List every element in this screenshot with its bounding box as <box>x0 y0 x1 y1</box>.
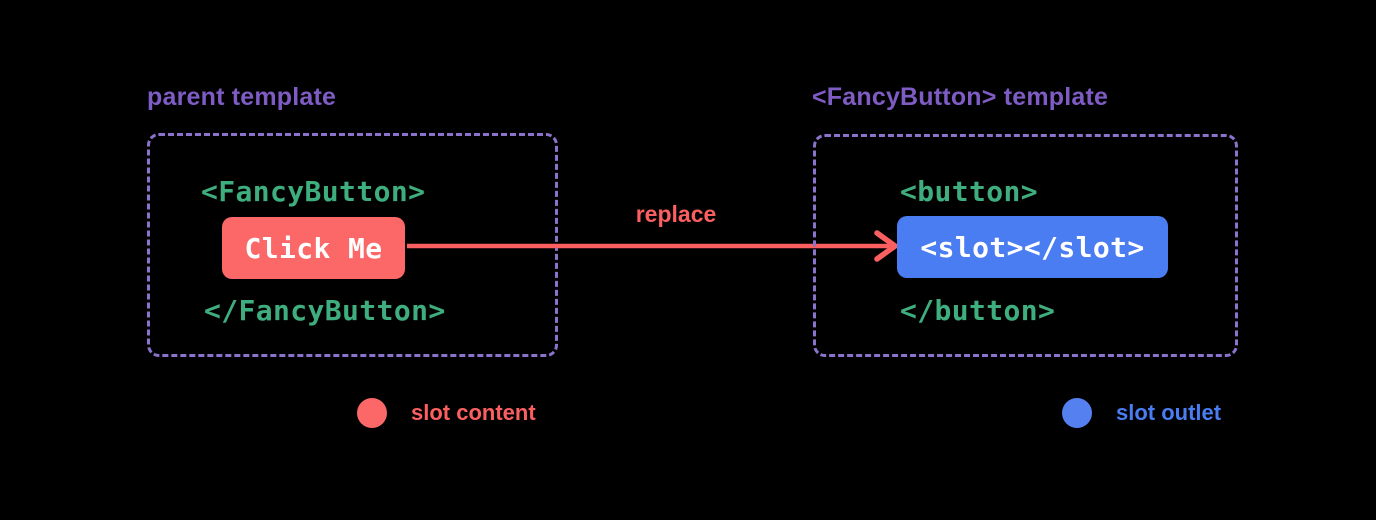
click-me-button: Click Me <box>222 217 405 279</box>
button-open-tag: <button> <box>900 175 1039 208</box>
fancybutton-template-title: <FancyButton> template <box>812 83 1109 111</box>
fancybutton-close-tag: </FancyButton> <box>204 294 446 327</box>
fancybutton-template-box <box>813 134 1238 357</box>
slot-content-marker-icon <box>357 398 387 428</box>
replace-arrow <box>407 230 898 262</box>
button-close-tag: </button> <box>900 294 1056 327</box>
parent-template-title: parent template <box>147 83 337 111</box>
fancybutton-open-tag: <FancyButton> <box>201 175 426 208</box>
slot-outlet-marker-icon <box>1062 398 1092 428</box>
legend-slot-content: slot content <box>357 398 536 428</box>
slot-content-label: slot content <box>411 400 536 425</box>
slot-outlet-label: slot outlet <box>1116 400 1222 425</box>
replace-label: replace <box>635 201 717 227</box>
legend-slot-outlet: slot outlet <box>1062 398 1221 428</box>
slot-outlet-box: <slot></slot> <box>897 216 1168 278</box>
